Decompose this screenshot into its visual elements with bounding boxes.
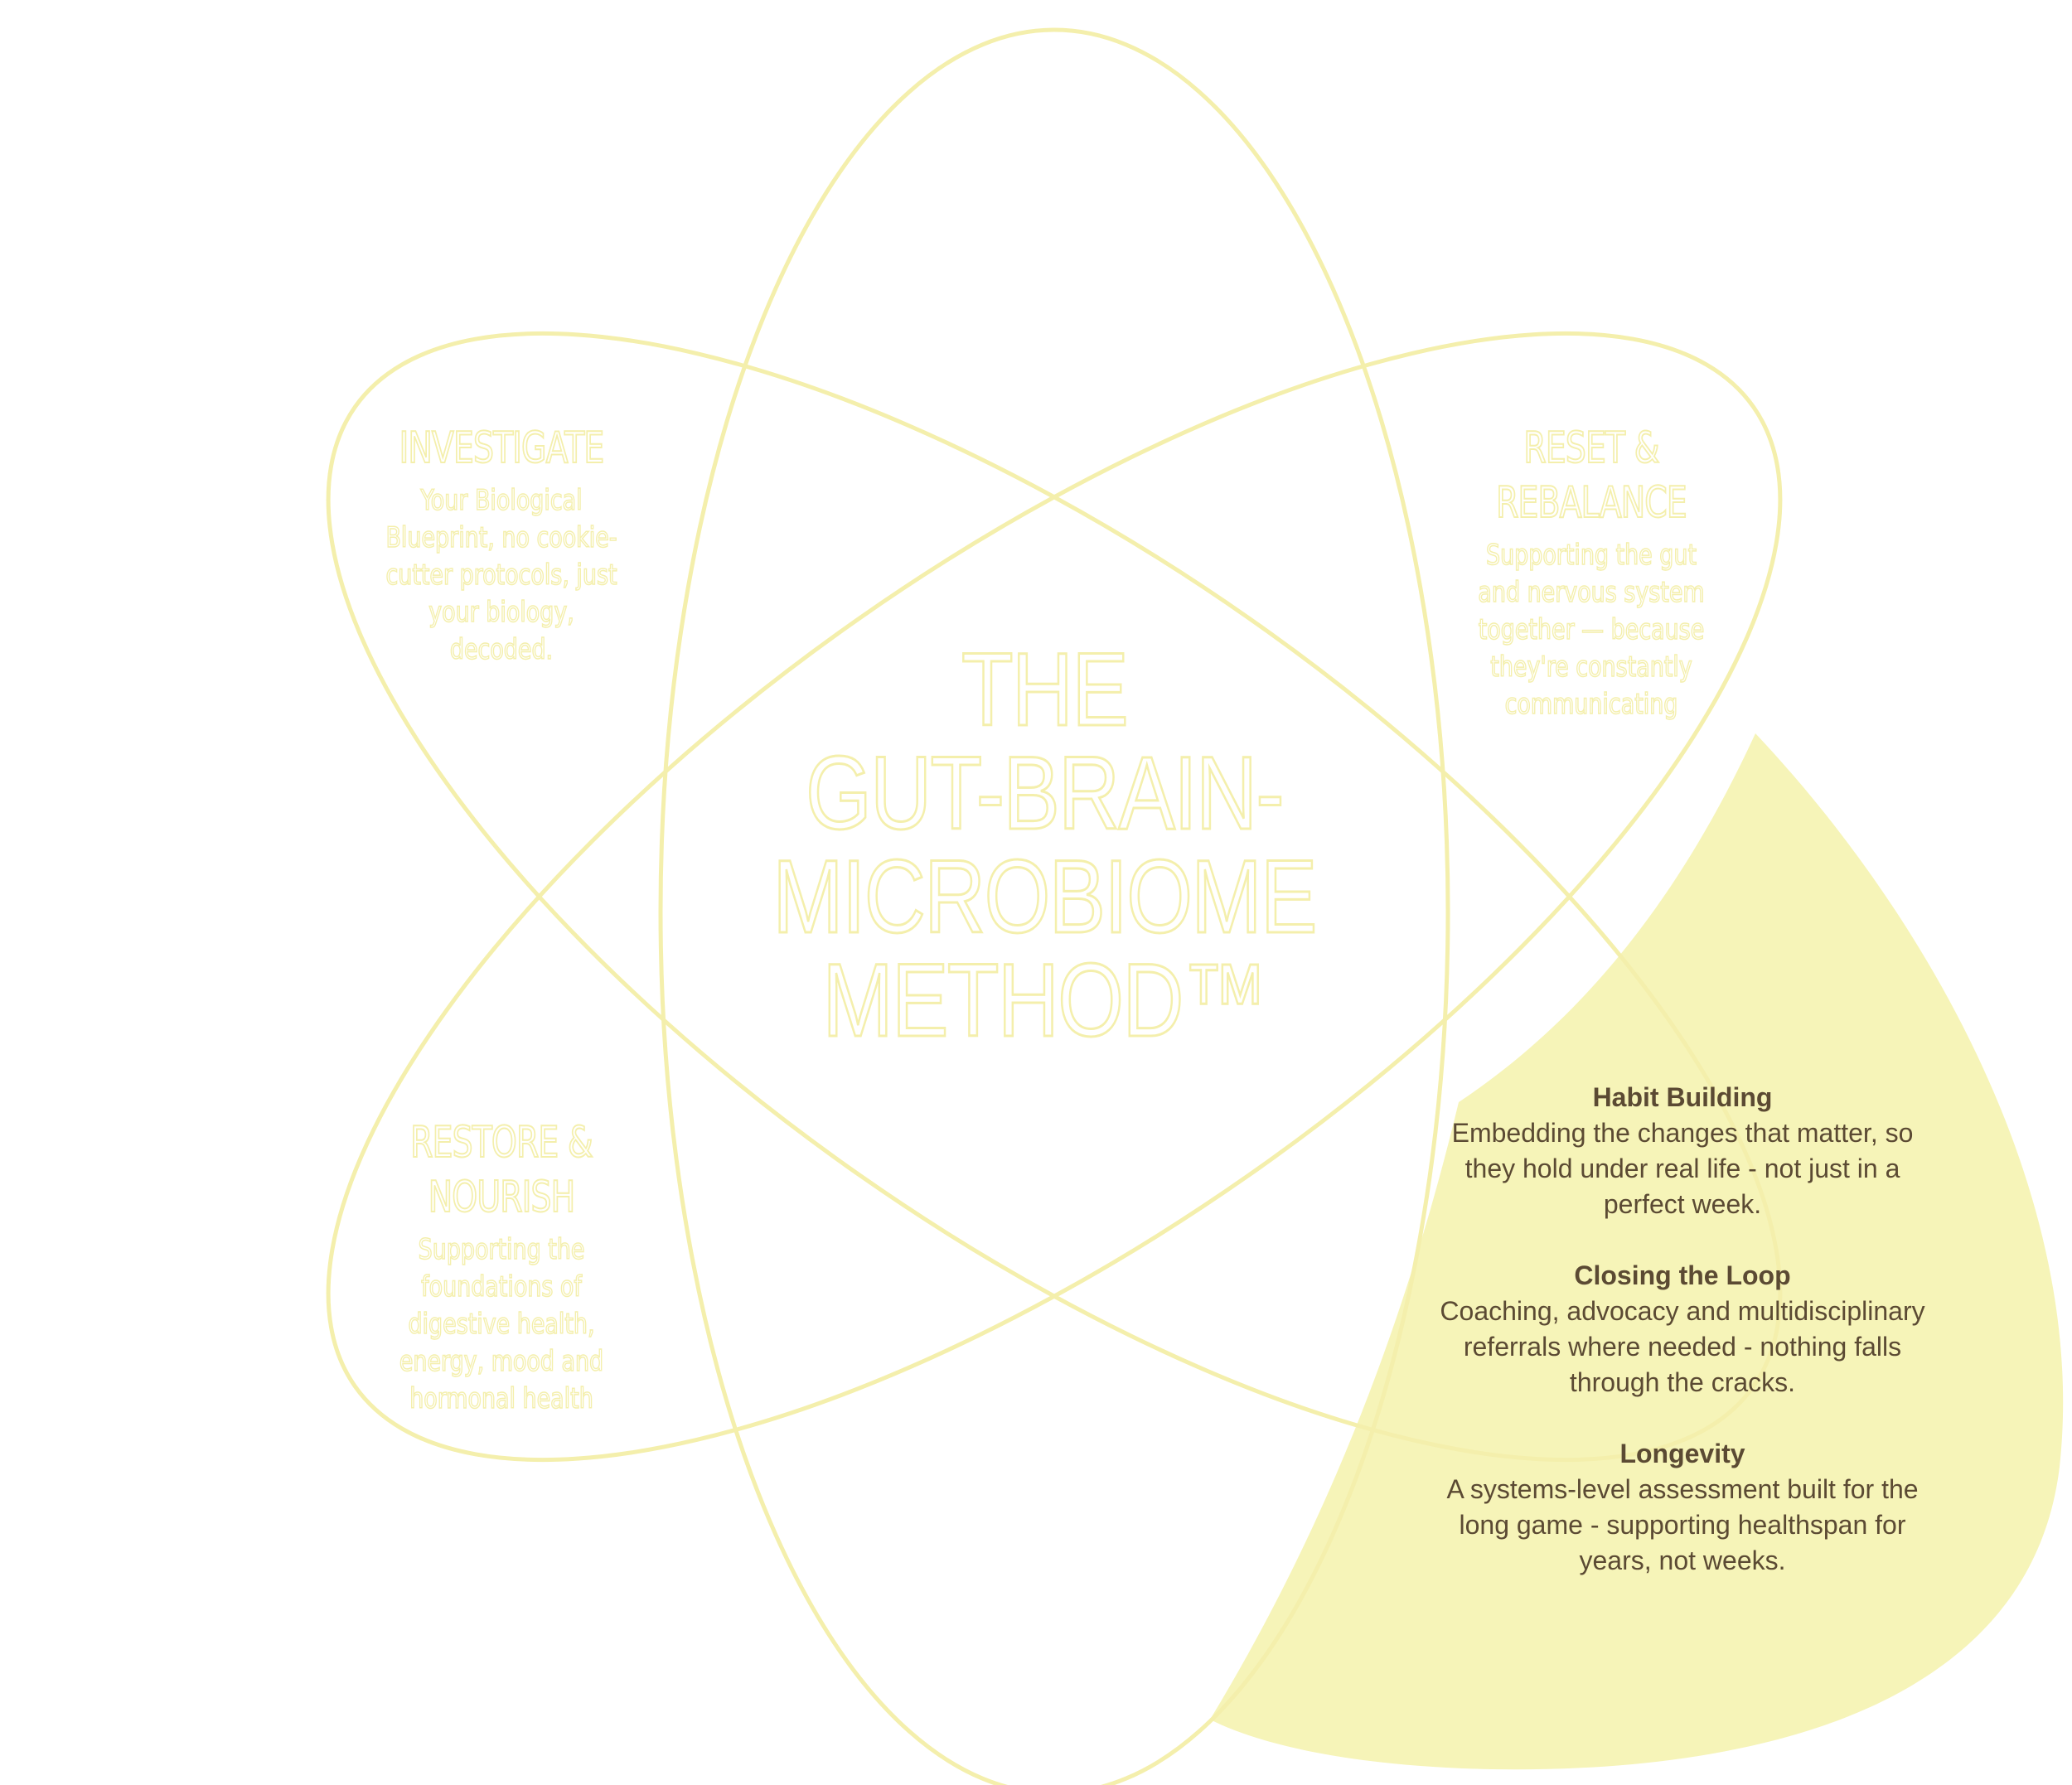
longevity-description: A systems-level assessment built for the… bbox=[1446, 1474, 1919, 1575]
closing-the-loop-description: Coaching, advocacy and multidisciplinary… bbox=[1440, 1296, 1925, 1397]
habit-building-description: Embedding the changes that matter, so th… bbox=[1451, 1118, 1914, 1219]
closing-the-loop-title: Closing the Loop bbox=[1574, 1260, 1791, 1290]
restore-title: RESTORE & NOURISH bbox=[409, 1117, 593, 1223]
orbit-tilt-right bbox=[326, 331, 1783, 1463]
habit-building-title: Habit Building bbox=[1592, 1082, 1773, 1112]
orbit-tilt-left bbox=[326, 331, 1783, 1463]
center-title-line: METHOD™ bbox=[821, 943, 1268, 1058]
highlighted-petal-content: Habit Building Embedding the changes tha… bbox=[1426, 1079, 1939, 1613]
longevity-title: Longevity bbox=[1619, 1439, 1745, 1468]
highlighted-petal bbox=[1210, 733, 2064, 1770]
investigate-label: INVESTIGATE Your Biological Blueprint, n… bbox=[365, 421, 638, 669]
reset-label: RESET & REBALANCE Supporting the gut and… bbox=[1459, 421, 1724, 723]
investigate-title: INVESTIGATE bbox=[399, 423, 605, 474]
longevity-block: Longevity A systems-level assessment bui… bbox=[1426, 1435, 1939, 1579]
center-title-line: GUT-BRAIN- bbox=[805, 736, 1285, 851]
orbit-vertical bbox=[658, 27, 1450, 1785]
restore-description: Supporting the foundations of digestive … bbox=[399, 1232, 604, 1416]
closing-the-loop-block: Closing the Loop Coaching, advocacy and … bbox=[1426, 1257, 1939, 1400]
center-title-line: THE bbox=[961, 632, 1130, 747]
center-title-line: MICROBIOME bbox=[772, 839, 1319, 955]
reset-title: RESET & REBALANCE bbox=[1495, 423, 1687, 529]
restore-label: RESTORE & NOURISH Supporting the foundat… bbox=[377, 1115, 626, 1418]
reset-description: Supporting the gut and nervous system to… bbox=[1478, 538, 1706, 722]
habit-building-block: Habit Building Embedding the changes tha… bbox=[1426, 1079, 1939, 1222]
investigate-description: Your Biological Blueprint, no cookie-cut… bbox=[385, 483, 617, 667]
center-title: THE GUT-BRAIN- MICROBIOME METHOD™ bbox=[738, 632, 1350, 1058]
